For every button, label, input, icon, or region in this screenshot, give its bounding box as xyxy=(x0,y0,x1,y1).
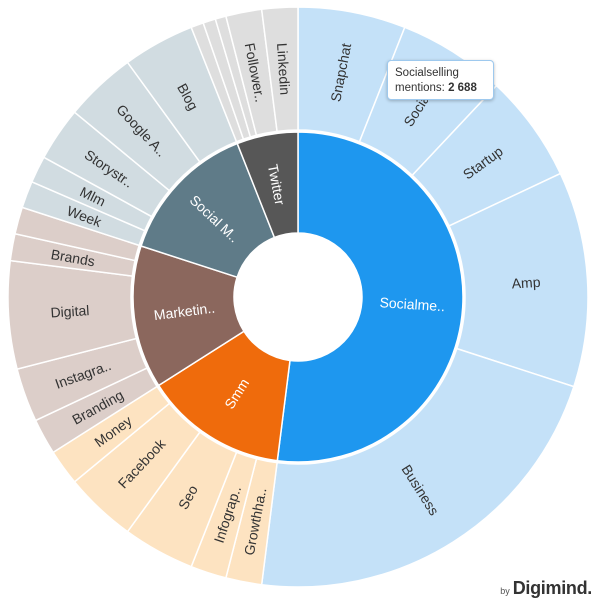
inner-ring-segment[interactable] xyxy=(236,131,299,239)
inner-ring-label: Twitter xyxy=(265,163,289,207)
tooltip-value: 2 688 xyxy=(448,82,477,94)
credit-by: by xyxy=(500,586,510,596)
outer-ring-segment[interactable] xyxy=(260,347,575,588)
outer-ring-label: Brands xyxy=(50,246,96,269)
outer-ring-label: Amp xyxy=(511,274,541,292)
inner-ring-segment[interactable] xyxy=(132,245,245,387)
chart-tooltip: Socialselling mentions: 2 688 xyxy=(387,60,494,100)
inner-ring-segment[interactable] xyxy=(276,131,464,463)
inner-ring-segment[interactable] xyxy=(140,142,276,279)
outer-ring-label: Digital xyxy=(50,302,90,320)
credit-brand-logo: Digimind. xyxy=(512,578,593,598)
inner-ring-label: Marketin.. xyxy=(153,300,216,324)
outer-ring-segment[interactable] xyxy=(260,6,299,133)
tooltip-metric: mentions: xyxy=(395,82,445,94)
inner-ring-segment[interactable] xyxy=(157,330,291,462)
center-hole xyxy=(236,235,360,359)
tooltip-name: Socialselling xyxy=(395,67,459,79)
inner-ring-label: Socialme.. xyxy=(379,294,445,314)
outer-ring-label: Linkedin xyxy=(274,42,293,95)
